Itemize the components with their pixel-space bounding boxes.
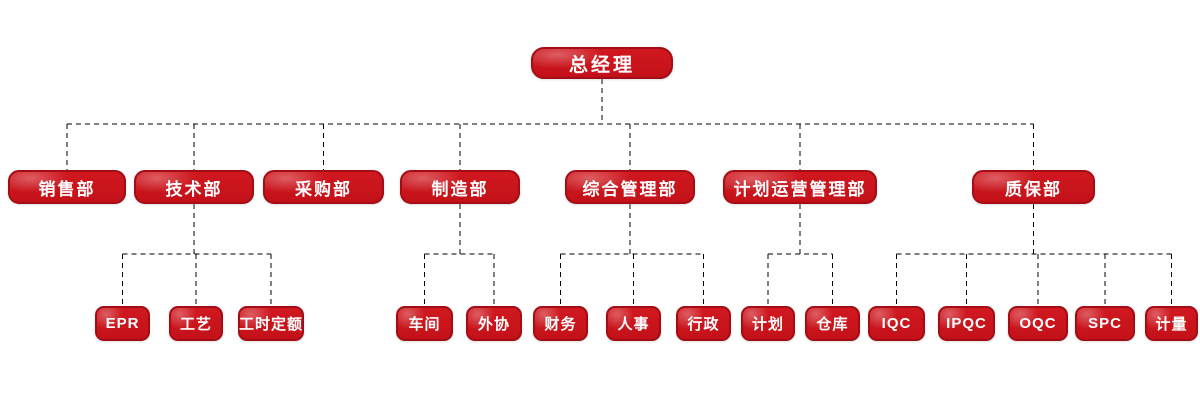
org-node-outsourcing: 外协 (466, 306, 522, 341)
org-node-label-technology-dept: 技术部 (165, 179, 223, 199)
org-node-label-oqc: OQC (1019, 315, 1057, 332)
org-node-metrology: 计量 (1145, 306, 1198, 341)
org-node-label-spc: SPC (1088, 315, 1122, 332)
org-node-general-manager: 总经理 (531, 47, 673, 79)
org-node-label-administration: 行政 (687, 316, 720, 333)
org-node-administration: 行政 (676, 306, 731, 341)
org-node-label-quality-assurance-dept: 质保部 (1005, 179, 1062, 199)
org-node-quality-assurance-dept: 质保部 (972, 170, 1095, 204)
org-node-sales-dept: 销售部 (8, 170, 126, 204)
org-node-label-purchasing-dept: 采购部 (295, 179, 352, 199)
org-node-oqc: OQC (1008, 306, 1068, 341)
org-node-label-hr: 人事 (617, 316, 650, 333)
org-node-iqc: IQC (868, 306, 925, 341)
org-node-label-general-manager: 总经理 (568, 54, 635, 76)
org-node-planning-operations-dept: 计划运营管理部 (723, 170, 877, 204)
org-node-label-workshop: 车间 (408, 316, 441, 333)
org-node-label-finance: 财务 (544, 316, 577, 333)
org-node-technology-dept: 技术部 (134, 170, 254, 204)
org-node-spc: SPC (1075, 306, 1135, 341)
org-node-label-ipqc: IPQC (946, 315, 987, 332)
org-node-labor-hour-quota: 工时定额 (238, 306, 304, 341)
org-node-ipqc: IPQC (938, 306, 995, 341)
org-node-workshop: 车间 (396, 306, 453, 341)
org-node-epr: EPR (95, 306, 150, 341)
org-node-hr: 人事 (606, 306, 661, 341)
org-node-general-admin-dept: 综合管理部 (565, 170, 695, 204)
org-node-finance: 财务 (533, 306, 588, 341)
org-node-label-outsourcing: 外协 (477, 316, 510, 333)
org-node-label-process: 工艺 (179, 316, 212, 333)
org-node-label-manufacturing-dept: 制造部 (431, 179, 489, 199)
org-node-label-planning-operations-dept: 计划运营管理部 (733, 179, 867, 199)
org-node-label-general-admin-dept: 综合管理部 (582, 179, 678, 199)
org-node-label-epr: EPR (105, 315, 140, 332)
org-node-process: 工艺 (169, 306, 223, 341)
org-node-planning: 计划 (741, 306, 795, 341)
org-node-label-labor-hour-quota: 工时定额 (239, 316, 304, 333)
org-node-label-iqc: IQC (881, 315, 912, 332)
org-node-manufacturing-dept: 制造部 (400, 170, 520, 204)
org-node-label-warehouse: 仓库 (816, 316, 849, 333)
org-node-warehouse: 仓库 (805, 306, 860, 341)
org-node-label-sales-dept: 销售部 (38, 179, 96, 199)
org-node-purchasing-dept: 采购部 (263, 170, 384, 204)
org-node-label-planning: 计划 (751, 316, 784, 333)
org-node-label-metrology: 计量 (1155, 316, 1188, 333)
